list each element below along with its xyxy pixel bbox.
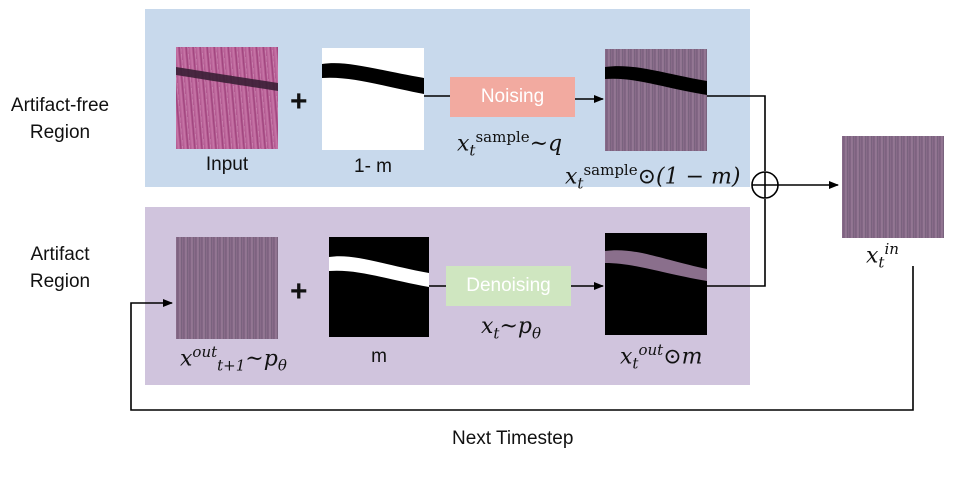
- input-caption: Input: [205, 154, 249, 175]
- previous-output-formula: xoutt+1~pθ: [180, 343, 287, 375]
- inverse-mask-caption: 1- m: [354, 156, 392, 177]
- plus-icon: +: [290, 275, 308, 308]
- denoise-formula: xt~pθ: [481, 314, 542, 343]
- next-timestep-loop-arrow: [130, 266, 914, 411]
- circle-plus-icon: [751, 171, 779, 199]
- artifact-mask-caption: m: [371, 346, 387, 367]
- noised-artifact-free-image: [605, 49, 707, 151]
- next-timestep-label: Next Timestep: [452, 428, 574, 449]
- combined-input-formula: xtin: [866, 240, 899, 272]
- noising-box: Noising: [450, 77, 575, 117]
- previous-output-image: [176, 237, 278, 339]
- masked-sample-formula: xtsample⊙(1 − m): [565, 161, 741, 193]
- artifact-free-region-label: Artifact-free Region: [10, 95, 110, 143]
- inverse-mask-image: [322, 48, 424, 150]
- denoised-artifact-image: [605, 233, 707, 335]
- artifact-region-label: Artifact Region: [29, 244, 91, 292]
- plus-icon: +: [290, 85, 308, 118]
- sample-formula: xtsample~q: [457, 128, 563, 160]
- bottom-to-sum-line: [707, 199, 766, 287]
- input-tissue-image: [176, 47, 278, 149]
- artifact-mask-image: [329, 237, 429, 337]
- denoising-box: Denoising: [446, 266, 571, 306]
- combined-input-image: [842, 136, 944, 238]
- top-to-sum-line: [707, 95, 766, 171]
- masked-output-formula: xtout⊙m: [620, 341, 703, 373]
